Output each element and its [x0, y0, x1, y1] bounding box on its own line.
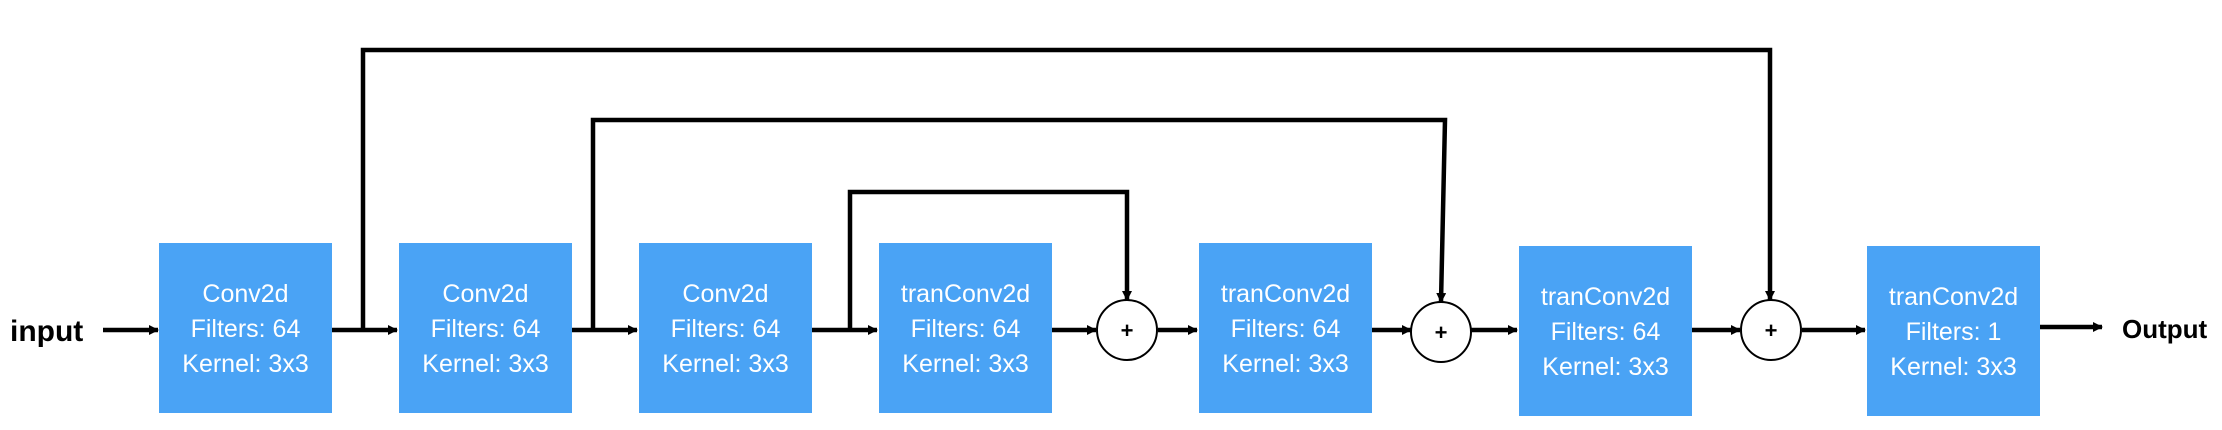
block-5-name: tranConv2d	[1221, 280, 1350, 308]
block-3-name: Conv2d	[682, 280, 768, 308]
block-7-box	[1867, 246, 2040, 416]
block-4-tranconv2d: tranConv2d Filters: 64 Kernel: 3x3	[879, 243, 1052, 413]
add-node-3: +	[1740, 299, 1802, 361]
block-4-box	[879, 243, 1052, 413]
block-6-box	[1519, 246, 1692, 416]
add-node-1-circle	[1096, 299, 1158, 361]
add-node-1: +	[1096, 299, 1158, 361]
block-2-conv2d: Conv2d Filters: 64 Kernel: 3x3	[399, 243, 572, 413]
block-5-tranconv2d: tranConv2d Filters: 64 Kernel: 3x3	[1199, 243, 1372, 413]
input-label: input	[10, 315, 83, 348]
block-5-filters: Filters: 64	[1231, 315, 1341, 343]
block-7-filters: Filters: 1	[1906, 318, 2002, 346]
block-1-conv2d: Conv2d Filters: 64 Kernel: 3x3	[159, 243, 332, 413]
block-2-box	[399, 243, 572, 413]
skip-connection-inner	[847, 189, 1132, 330]
block-3-filters: Filters: 64	[671, 315, 781, 343]
add-node-3-circle	[1740, 299, 1802, 361]
skip-connection-outer	[360, 47, 1775, 330]
block-5-box	[1199, 243, 1372, 413]
block-1-kernel: Kernel: 3x3	[182, 350, 308, 378]
block-4-kernel: Kernel: 3x3	[902, 350, 1028, 378]
block-2-kernel: Kernel: 3x3	[422, 350, 548, 378]
add-node-2-circle	[1410, 301, 1472, 363]
block-3-conv2d: Conv2d Filters: 64 Kernel: 3x3	[639, 243, 812, 413]
block-2-name: Conv2d	[442, 280, 528, 308]
block-5-kernel: Kernel: 3x3	[1222, 350, 1348, 378]
block-6-tranconv2d: tranConv2d Filters: 64 Kernel: 3x3	[1519, 246, 1692, 416]
block-1-filters: Filters: 64	[191, 315, 301, 343]
block-3-box	[639, 243, 812, 413]
add-node-2-plus: +	[1435, 320, 1448, 345]
add-node-2: +	[1410, 301, 1472, 363]
add-node-3-plus: +	[1765, 318, 1778, 343]
block-7-tranconv2d: tranConv2d Filters: 1 Kernel: 3x3	[1867, 246, 2040, 416]
block-7-name: tranConv2d	[1889, 283, 2018, 311]
block-4-name: tranConv2d	[901, 280, 1030, 308]
block-1-name: Conv2d	[202, 280, 288, 308]
output-label: Output	[2122, 314, 2208, 344]
add-node-1-plus: +	[1121, 318, 1134, 343]
block-6-name: tranConv2d	[1541, 283, 1670, 311]
block-3-kernel: Kernel: 3x3	[662, 350, 788, 378]
block-4-filters: Filters: 64	[911, 315, 1021, 343]
block-2-filters: Filters: 64	[431, 315, 541, 343]
block-6-kernel: Kernel: 3x3	[1542, 353, 1668, 381]
block-7-kernel: Kernel: 3x3	[1890, 353, 2016, 381]
skip-connection-middle	[590, 117, 1448, 330]
block-1-box	[159, 243, 332, 413]
block-6-filters: Filters: 64	[1551, 318, 1661, 346]
